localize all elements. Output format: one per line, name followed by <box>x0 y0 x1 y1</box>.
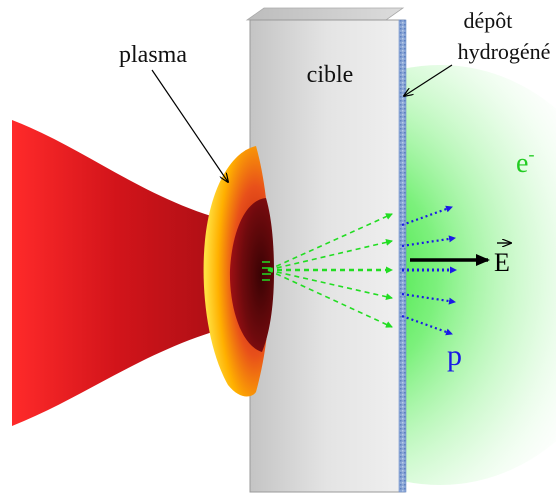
plasma-label: plasma <box>119 42 187 68</box>
field-label: E <box>494 243 511 277</box>
deposit-label-line2: hydrogéné <box>458 39 551 64</box>
proton-ray <box>401 205 453 227</box>
electron-ray <box>267 269 393 328</box>
hydrogenated-deposit-layer <box>398 19 407 493</box>
proton-rays <box>401 205 457 336</box>
electron-ray <box>267 213 393 271</box>
plasma-pointer-line <box>151 69 228 182</box>
electron-ray <box>267 238 393 271</box>
focal-spot-emission <box>262 261 271 281</box>
target-top-face <box>245 7 405 21</box>
proton-label: p <box>447 339 462 372</box>
proton-ray <box>401 235 456 248</box>
field-label-letter: E <box>494 248 510 277</box>
proton-ray <box>401 292 456 305</box>
electron-ray <box>267 269 393 301</box>
proton-ray <box>401 314 453 336</box>
electron-label: e- <box>516 144 534 179</box>
target-label: cible <box>307 62 354 88</box>
deposit-pointer-line <box>404 64 453 96</box>
deposit-label-line1: dépôt <box>464 8 513 33</box>
hot-electron-rays <box>267 213 393 328</box>
electron-label-superscript: - <box>528 144 534 164</box>
laser-beam <box>12 120 245 426</box>
plasma-core <box>229 198 274 352</box>
